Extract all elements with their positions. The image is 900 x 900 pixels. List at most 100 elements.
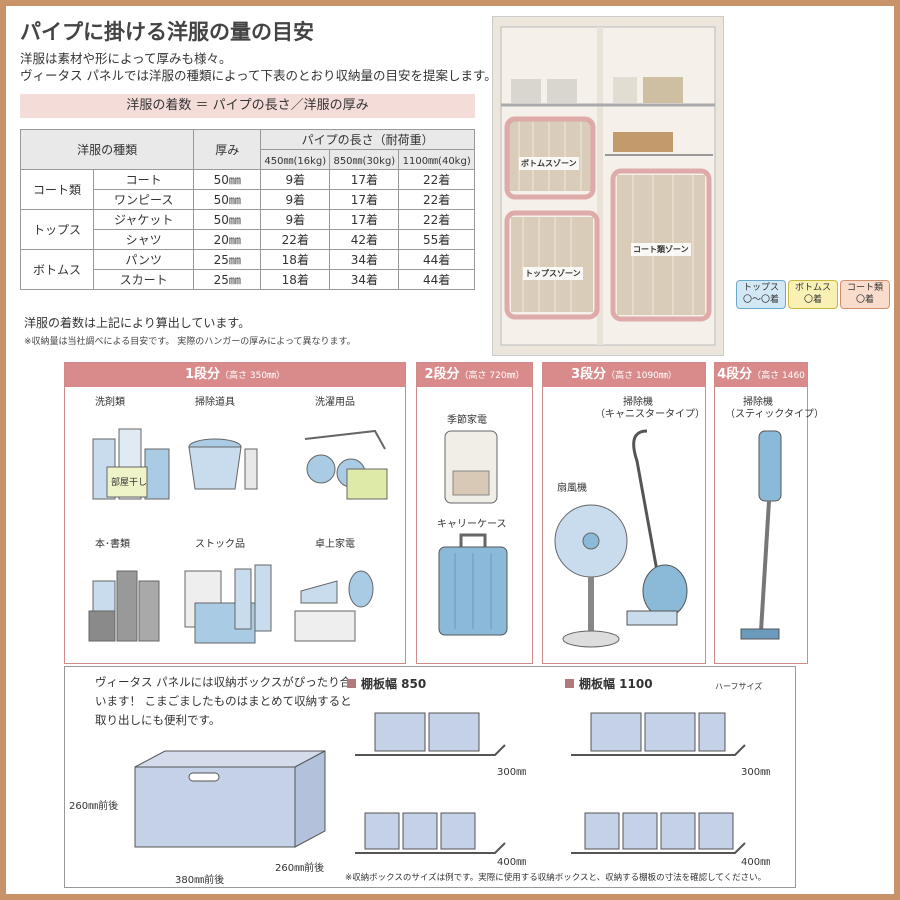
tier-header-4: 4段分（高さ 1460㎜）	[715, 363, 807, 406]
cell: 50㎜	[193, 189, 262, 210]
cell: 22着	[398, 189, 475, 210]
cell: 18着	[260, 269, 331, 290]
intro-line-2: ヴィータス パネルでは洋服の種類によって下表のとおり収納量の目安を提案します。	[20, 68, 497, 83]
cell: 34着	[329, 269, 400, 290]
page-title: パイプに掛ける洋服の量の目安	[20, 20, 314, 44]
shelf-850-depth-300: 300㎜	[497, 767, 527, 778]
tier-height: （高さ 720㎜）	[459, 371, 525, 381]
cell: 9着	[260, 189, 331, 210]
shelf-850-depth-400: 400㎜	[497, 857, 527, 868]
intro-text: 洋服は素材や形によって厚みも様々。 ヴィータス パネルでは洋服の種類によって下表…	[20, 50, 497, 84]
label-canister-vacuum: 掃除機	[623, 397, 653, 408]
col-header-thickness: 厚み	[193, 129, 262, 170]
col-header-type: 洋服の種類	[19, 129, 195, 170]
closet-photo: ボトムスゾーン トップスゾーン コート類ゾーン	[492, 16, 724, 356]
cell: 17着	[329, 209, 400, 230]
shelf-1100-depth-300: 300㎜	[741, 767, 771, 778]
table-row: スカート 25㎜ 18着 34着 44着	[21, 269, 475, 290]
pipe-capacity-table: 洋服の種類 厚み パイプの長さ（耐荷重） 450㎜(16kg) 850㎜(30k…	[19, 129, 475, 290]
zone-label-bottoms: ボトムスゾーン	[519, 157, 579, 170]
fan-vacuum-illustration	[554, 429, 688, 648]
table-row: トップス ジャケット 50㎜ 9着 17着 22着	[20, 209, 475, 250]
cell: ワンピース	[92, 189, 195, 210]
label-stock: ストック品	[195, 539, 245, 550]
shelf-850-heading: 棚板幅 850	[347, 675, 426, 692]
box-width-dim: 380㎜前後	[175, 875, 225, 886]
calc-note: 洋服の着数は上記により算出しています。	[24, 316, 251, 330]
legend-tops: トップス〇〜〇着	[736, 280, 786, 309]
cell: 44着	[398, 269, 475, 290]
legend-title: ボトムス	[794, 283, 831, 293]
cell: 22着	[398, 209, 475, 230]
label-laundry: 洗濯用品	[315, 397, 355, 408]
cell: 9着	[260, 169, 331, 190]
shelf-1100-heading: 棚板幅 1100	[565, 675, 653, 692]
cell: 18着	[260, 249, 331, 270]
tier-name: 4段分	[717, 367, 753, 382]
disclaimer-note: ※収納量は当社調べによる目安です。 実際のハンガーの厚みによって異なります。	[24, 337, 356, 347]
shelf-1100-illustration	[571, 712, 746, 854]
label-suitcase: キャリーケース	[437, 519, 507, 530]
tier-panel-1: 1段分（高さ 350㎜） 洗剤類 掃除道具 洗濯用品 部屋干し 本･書類 ストッ…	[64, 362, 406, 664]
table-row: ボトムス パンツ 25㎜ 18着 34着 44着	[20, 249, 475, 290]
zone-label-tops: トップスゾーン	[523, 267, 583, 280]
closet-illustration	[500, 26, 716, 346]
tier-height: （高さ 350㎜）	[220, 371, 286, 381]
col-header-850: 850㎜(30kg)	[329, 149, 400, 170]
heater-illustration	[444, 430, 498, 504]
label-stick-vacuum: 掃除機	[743, 397, 773, 408]
tier-height: （高さ 1460㎜）	[751, 371, 805, 406]
legend-title: トップス	[742, 283, 779, 293]
group-name: ボトムス	[20, 249, 94, 290]
suitcase-illustration	[438, 533, 508, 636]
col-header-pipe: パイプの長さ（耐荷重）	[260, 129, 475, 150]
cell: 22着	[260, 229, 331, 250]
label-stick-sub: （スティックタイプ）	[725, 409, 824, 420]
tier-header-2: 2段分（高さ 720㎜）	[417, 363, 532, 387]
cell: 55着	[398, 229, 475, 250]
legend-title: コート類	[846, 283, 883, 293]
cell: ジャケット	[92, 209, 195, 230]
tier-header-1: 1段分（高さ 350㎜）	[65, 363, 405, 387]
cell: 20㎜	[193, 229, 262, 250]
zone-label-coats: コート類ゾーン	[631, 243, 691, 256]
cell: 9着	[260, 209, 331, 230]
label-seasonal: 季節家電	[447, 415, 487, 426]
label-books: 本･書類	[95, 539, 130, 550]
box-depth-dim: 260㎜前後	[275, 863, 325, 874]
tier-name: 2段分	[424, 367, 460, 382]
stick-vacuum-illustration	[740, 430, 782, 640]
col-header-450: 450㎜(16kg)	[260, 149, 331, 170]
tier-height: （高さ 1090㎜）	[606, 371, 677, 381]
cell: 44着	[398, 249, 475, 270]
legend-sub: 〇〜〇着	[742, 295, 779, 305]
shelf-footnote: ※収納ボックスのサイズは例です。実際に使用する収納ボックスと、収納する棚板の寸法…	[345, 873, 767, 883]
label-desk-appliance: 卓上家電	[315, 539, 355, 550]
shelf-1100-depth-400: 400㎜	[741, 857, 771, 868]
tier1-row1-illustration: 部屋干し	[92, 428, 388, 500]
cell: コート	[92, 169, 195, 190]
tier-panel-2: 2段分（高さ 720㎜） 季節家電 キャリーケース	[416, 362, 533, 664]
tier-name: 3段分	[571, 367, 607, 382]
cell: パンツ	[92, 249, 195, 270]
shelf-850-illustration	[355, 712, 506, 854]
cell: 17着	[329, 189, 400, 210]
formula-banner: 洋服の着数 ＝ パイプの長さ／洋服の厚み	[20, 94, 475, 118]
cell: スカート	[92, 269, 195, 290]
legend-sub: 〇着	[803, 295, 822, 305]
tier-header-3: 3段分（高さ 1090㎜）	[543, 363, 705, 387]
legend-coats: コート類〇着	[840, 280, 890, 309]
table-row: コート類 コート 50㎜ 9着 17着 22着	[20, 169, 475, 210]
tier1-row2-illustration	[88, 564, 374, 644]
cell: 34着	[329, 249, 400, 270]
intro-line-1: 洋服は素材や形によって厚みも様々。	[20, 51, 232, 66]
storage-box-illustration	[134, 750, 326, 848]
group-name: トップス	[20, 209, 94, 250]
col-header-1100: 1100㎜(40kg)	[398, 149, 475, 170]
legend-sub: 〇着	[855, 295, 874, 305]
table-row: ワンピース 50㎜ 9着 17着 22着	[21, 189, 475, 210]
cell: 42着	[329, 229, 400, 250]
cell: 25㎜	[193, 269, 262, 290]
storage-box-text: ヴィータス パネルには収納ボックスがぴったり合います！ こまごましたものはまとめ…	[95, 675, 352, 727]
